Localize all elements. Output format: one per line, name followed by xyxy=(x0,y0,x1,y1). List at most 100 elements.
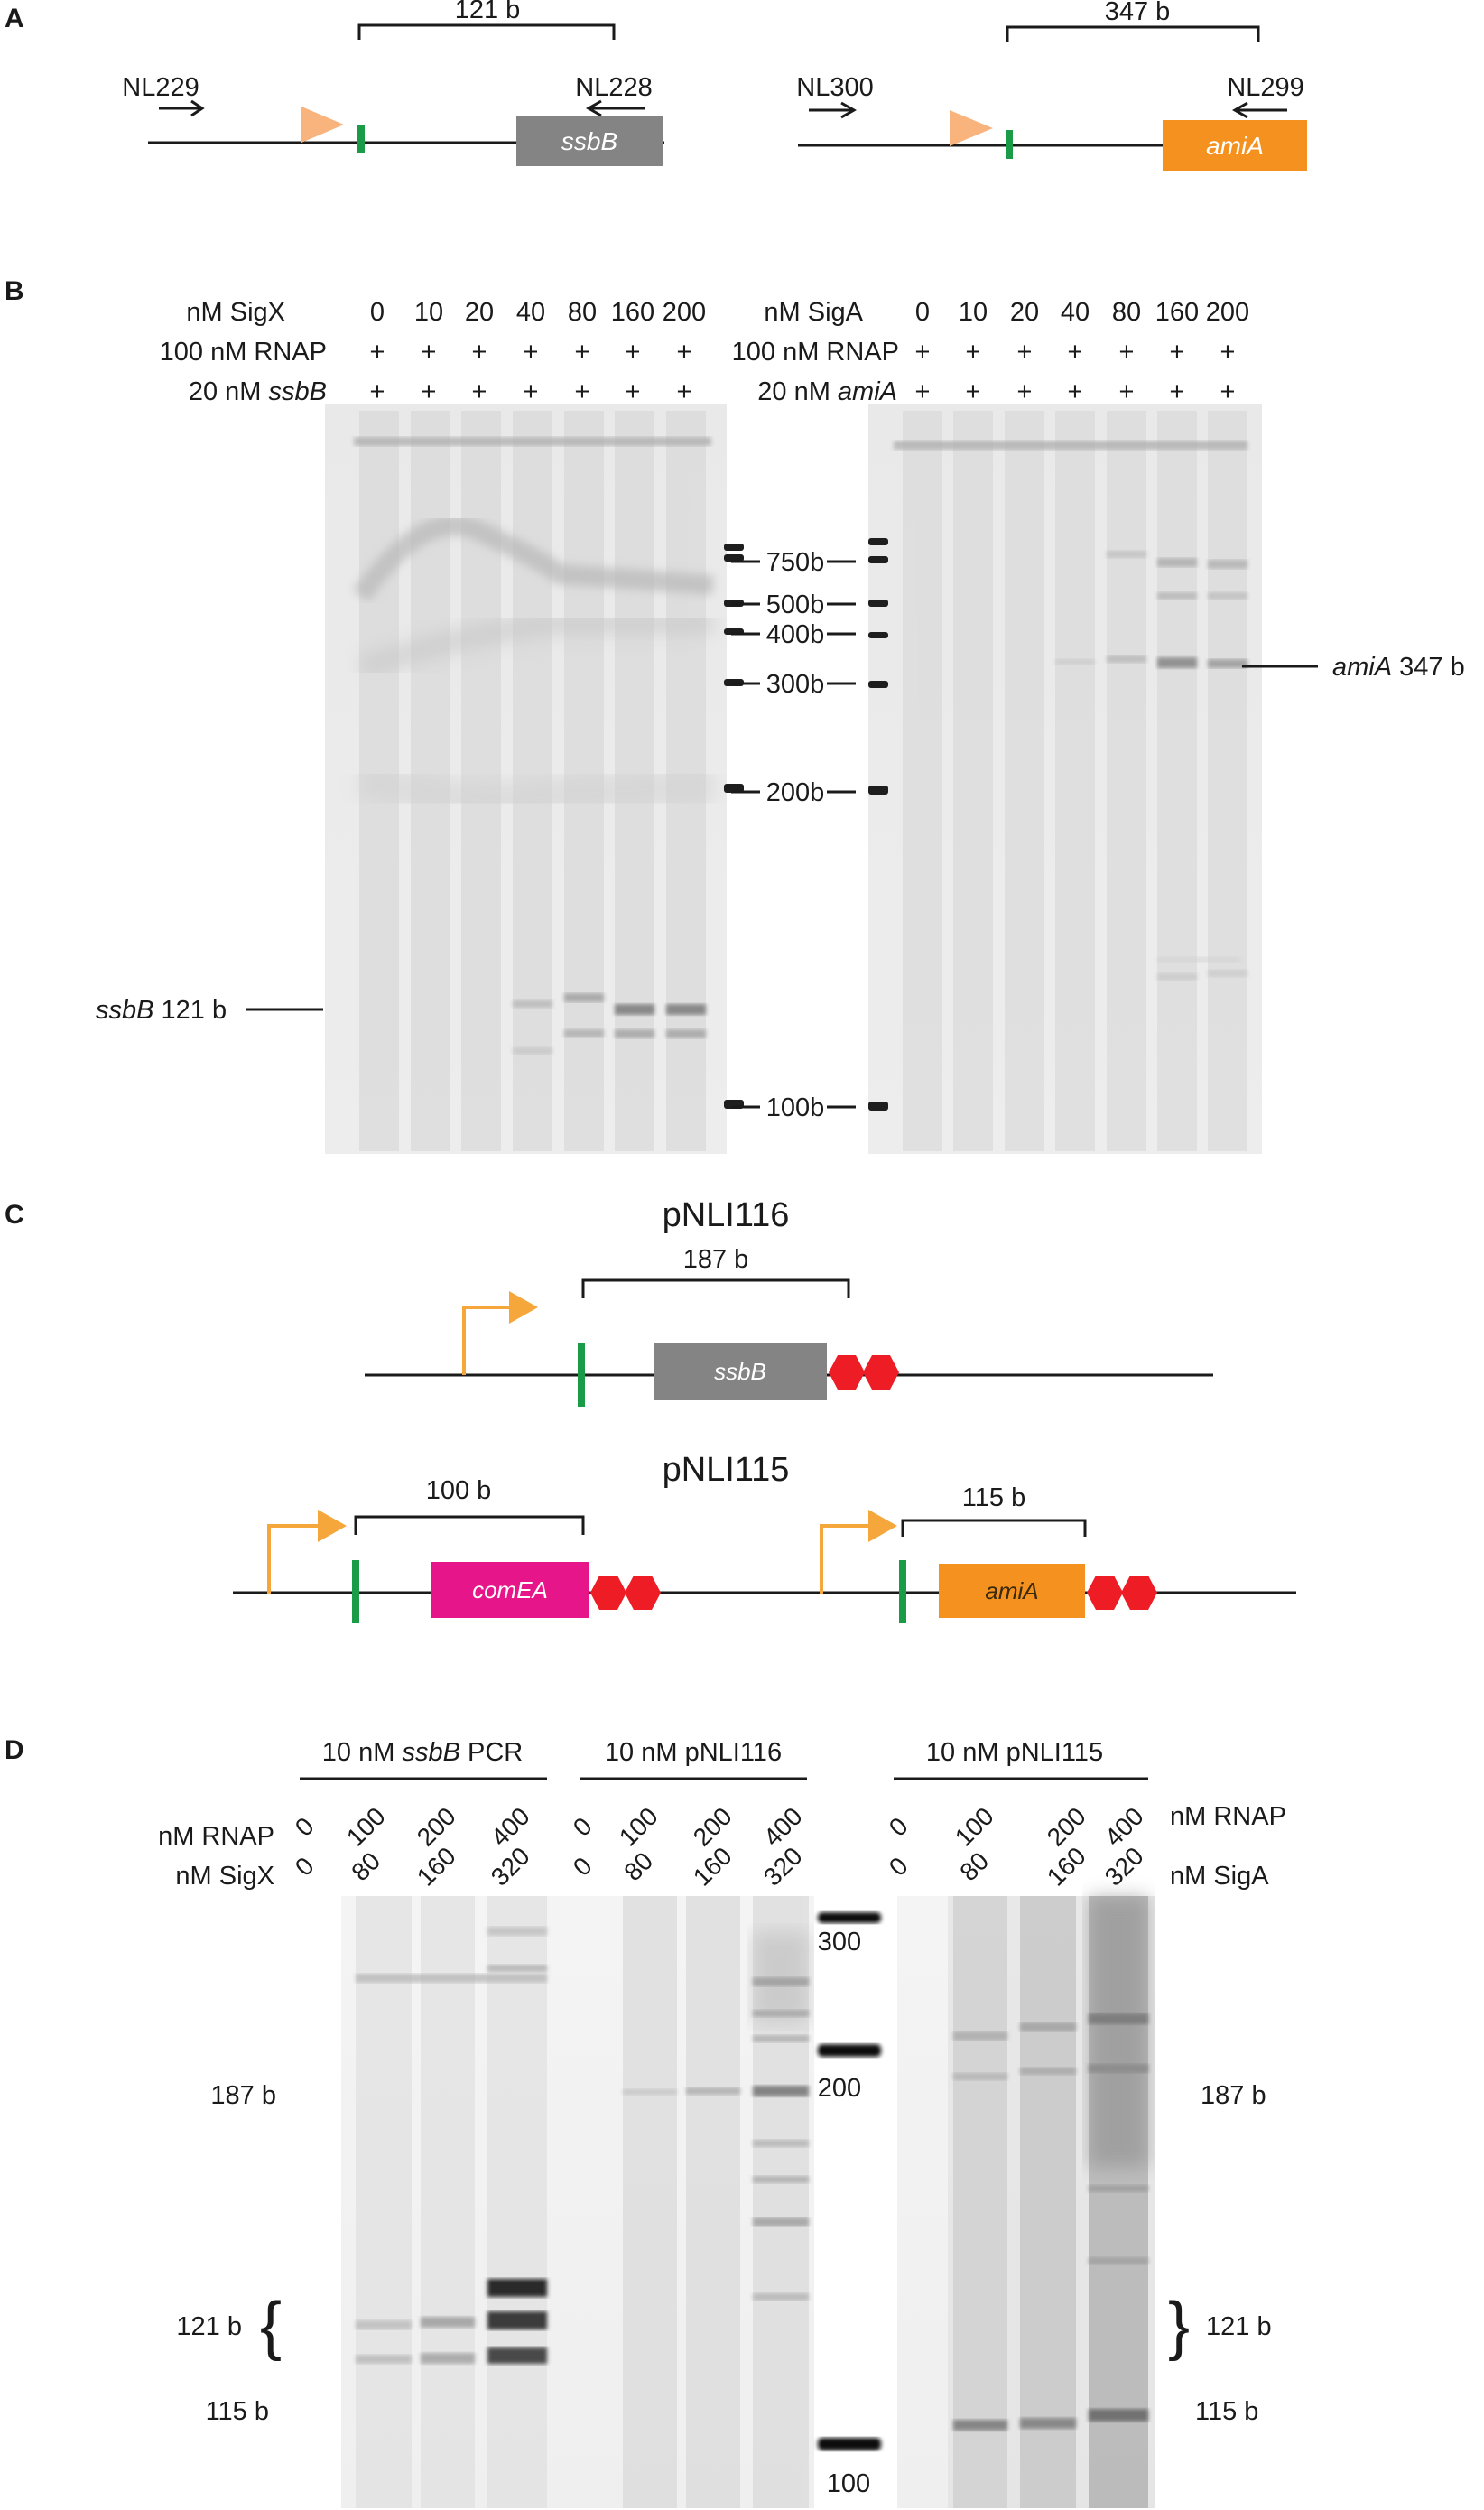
brace-right: } xyxy=(1168,2290,1190,2362)
svg-text:400: 400 xyxy=(1099,1802,1149,1852)
svg-text:200: 200 xyxy=(412,1802,461,1852)
conc-label: 160 xyxy=(611,298,654,327)
rnap-conc-group2: 0 100 200 400 xyxy=(568,1802,808,1852)
rnap-conc-group1: 0 100 200 400 xyxy=(290,1802,535,1852)
terminator-hexagon xyxy=(625,1576,661,1610)
row-label-sigx: nM SigX xyxy=(175,1862,274,1891)
svg-text:+: + xyxy=(575,377,590,406)
conc-label: 80 xyxy=(568,298,597,327)
svg-text:+: + xyxy=(370,338,385,367)
conc-label: 160 xyxy=(1155,298,1199,327)
ladder-d-labels: 300 200 100 xyxy=(818,1928,870,2498)
ssbb-gene-box xyxy=(654,1343,827,1400)
gel-b-left xyxy=(325,404,729,1154)
promoter-arrow xyxy=(462,1306,513,1375)
span-label: 100 b xyxy=(426,1476,492,1505)
size-label-121: 121 b xyxy=(1206,2312,1272,2341)
conc-label: 20 xyxy=(1010,298,1039,327)
conc-label: 0 xyxy=(915,298,930,327)
row-label-rnap: 100 nM RNAP xyxy=(732,338,899,367)
svg-text:+: + xyxy=(1017,377,1033,406)
svg-text:160: 160 xyxy=(412,1842,461,1892)
svg-text:+: + xyxy=(1119,338,1135,367)
amia-gene-box xyxy=(1163,120,1307,171)
ssbb-gene-label: ssbB xyxy=(561,127,617,155)
size-labels-left: 187 b 121 b { 115 b xyxy=(176,2081,282,2426)
span-bracket xyxy=(901,1519,1087,1537)
band-label-amia: amiA 347 b xyxy=(1242,653,1465,682)
sig-conc-group1: 0 80 160 320 xyxy=(290,1842,535,1892)
terminator-hexagon xyxy=(829,1355,865,1390)
svg-text:0: 0 xyxy=(568,1812,598,1842)
conc-label: 200 xyxy=(663,298,706,327)
plasmid-pnli116: pNLI116 ssbB 187 b xyxy=(365,1196,1213,1407)
reverse-primer-arrow xyxy=(585,99,645,117)
svg-text:320: 320 xyxy=(758,1842,808,1892)
row-label-sigx: nM SigX xyxy=(186,298,285,327)
green-box-marker xyxy=(899,1560,906,1623)
span-bracket xyxy=(357,23,616,40)
ladder-label: 100 xyxy=(827,2469,870,2498)
svg-text:+: + xyxy=(915,377,931,406)
span-label: 121 b xyxy=(455,0,521,24)
size-label-115: 115 b xyxy=(206,2397,269,2426)
svg-text:+: + xyxy=(472,377,487,406)
size-label-187: 187 b xyxy=(210,2081,276,2110)
svg-text:+: + xyxy=(626,377,641,406)
amia-gene-label: amiA xyxy=(1206,132,1264,160)
svg-text:+: + xyxy=(524,338,539,367)
svg-text:100: 100 xyxy=(614,1802,663,1852)
svg-text:+: + xyxy=(966,338,981,367)
green-box-marker xyxy=(578,1343,585,1407)
ladder-label: 200b xyxy=(766,778,825,807)
svg-text:80: 80 xyxy=(618,1846,658,1886)
panel-b-left-header: nM SigX 100 nM RNAP 20 nM ssbB 0 10 20 4… xyxy=(160,298,707,406)
promoter-arrowhead xyxy=(509,1291,538,1324)
rnap-conc-group3: 0 100 200 400 xyxy=(884,1802,1149,1852)
svg-text:160: 160 xyxy=(688,1842,737,1892)
svg-text:+: + xyxy=(575,338,590,367)
row-label-rnap: 100 nM RNAP xyxy=(160,338,327,367)
plasmid-name: pNLI116 xyxy=(663,1196,790,1234)
green-box-marker xyxy=(357,125,365,153)
conc-label: 80 xyxy=(1112,298,1141,327)
promoter-triangle xyxy=(950,110,993,146)
svg-text:+: + xyxy=(626,338,641,367)
row-label-template: 20 nM amiA xyxy=(757,377,897,406)
span-label: 187 b xyxy=(683,1245,749,1274)
span-bracket xyxy=(354,1515,585,1535)
svg-text:0: 0 xyxy=(884,1812,914,1842)
plus-row-rnap: + + + + + + + xyxy=(915,338,1236,367)
svg-text:amiA 347 b: amiA 347 b xyxy=(1332,653,1465,682)
plus-row-template: + + + + + + + xyxy=(370,377,692,406)
size-label-187: 187 b xyxy=(1201,2081,1266,2110)
brace-left: { xyxy=(260,2290,282,2362)
svg-text:+: + xyxy=(422,338,437,367)
terminator-hexagon xyxy=(863,1355,899,1390)
conc-label: 10 xyxy=(414,298,443,327)
ssbb-gene-label: ssbB xyxy=(714,1358,766,1385)
panel-a-ssbb-locus: ssbB 121 b NL229 NL228 xyxy=(122,0,664,166)
panel-label-d: D xyxy=(5,1735,24,1765)
row-label-template: 20 nM ssbB xyxy=(189,377,327,406)
gel-d xyxy=(341,1896,1155,2508)
conc-label: 20 xyxy=(465,298,494,327)
band-label-ssbb: ssbB 121 b xyxy=(96,996,323,1025)
svg-text:+: + xyxy=(1017,338,1033,367)
sig-conc-group3: 0 80 160 320 xyxy=(884,1842,1149,1892)
ladder-label: 200 xyxy=(818,2074,861,2103)
span-label: 347 b xyxy=(1105,0,1171,26)
svg-text:+: + xyxy=(1119,377,1135,406)
svg-text:+: + xyxy=(524,377,539,406)
sig-conc-group2: 0 80 160 320 xyxy=(568,1842,808,1892)
svg-text:+: + xyxy=(966,377,981,406)
row-label-siga: nM SigA xyxy=(1170,1862,1269,1891)
green-box-marker xyxy=(352,1560,359,1623)
svg-text:400: 400 xyxy=(486,1802,535,1852)
svg-text:+: + xyxy=(1170,377,1185,406)
terminator-hexagon xyxy=(1121,1576,1157,1610)
panel-d-row-labels: nM RNAP nM SigX nM RNAP nM SigA xyxy=(158,1802,1286,1891)
svg-text:200: 200 xyxy=(688,1802,737,1852)
forward-primer-label: NL229 xyxy=(122,73,199,102)
svg-text:320: 320 xyxy=(1099,1842,1149,1892)
